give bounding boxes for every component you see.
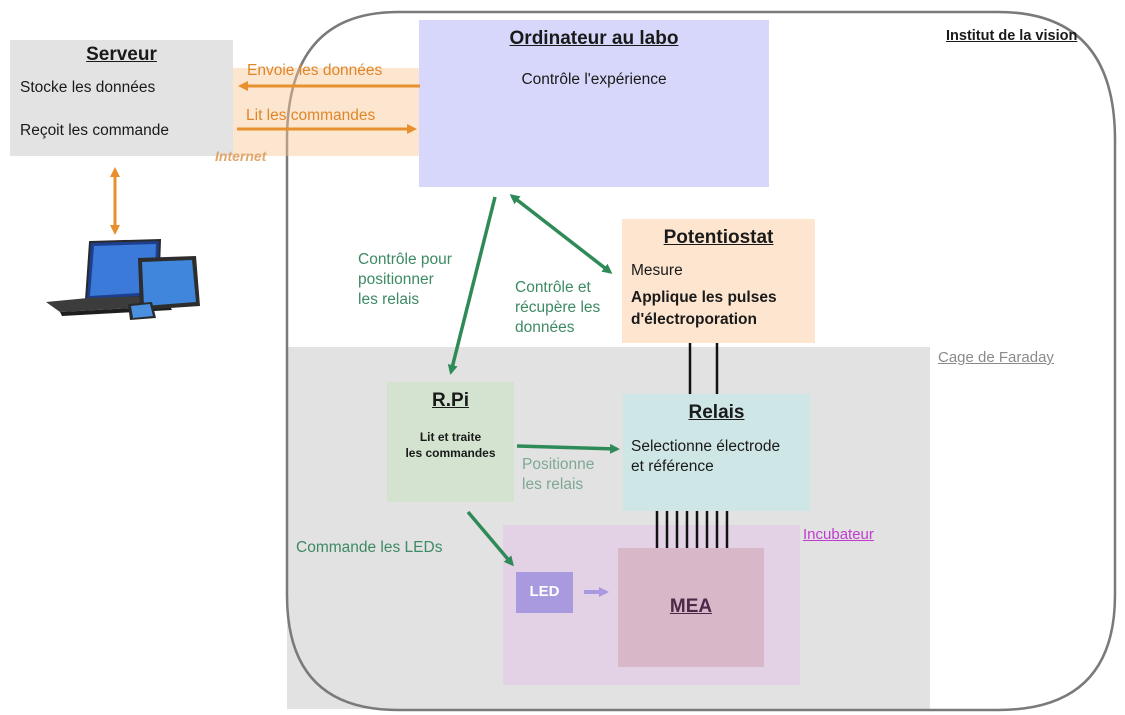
rpi-box <box>387 382 514 502</box>
incubator-label: Incubateur <box>803 526 874 543</box>
relais-line-2: et référence <box>631 458 714 475</box>
server-line-2: Reçoit les commande <box>20 122 170 139</box>
institute-label: Institut de la vision <box>946 28 1078 44</box>
led-label: LED <box>529 583 560 600</box>
lab-computer-box <box>419 20 769 187</box>
potentiostat-line-1: Mesure <box>631 262 683 279</box>
relais-box <box>623 394 810 511</box>
potentiostat-line-3: d'électroporation <box>631 311 757 328</box>
internet-band <box>222 68 434 156</box>
label-control-fetch-2: récupère les <box>515 299 601 316</box>
label-control-fetch-3: données <box>515 319 575 336</box>
label-position-relays-1: Positionne <box>522 456 595 473</box>
relais-line-1: Selectionne électrode <box>631 438 781 455</box>
arrow-computer-potentiostat <box>509 194 613 274</box>
internet-label: Internet <box>215 148 267 164</box>
label-position-relays: Positionne les relais <box>522 455 594 495</box>
potentiostat-box <box>622 219 815 343</box>
label-control-relays-1: Contrôle pour <box>358 251 452 268</box>
institute-outline <box>285 10 1117 712</box>
rpi-line-2: les commandes <box>405 446 496 460</box>
lab-computer-title: Ordinateur au labo <box>509 28 679 49</box>
server-title: Serveur <box>86 44 157 65</box>
potentiostat-title: Potentiostat <box>663 227 774 248</box>
label-command-leds: Commande les LEDs <box>296 539 443 556</box>
lab-computer-subtitle: Contrôle l'expérience <box>521 71 667 88</box>
arrow-rpi-led <box>466 510 514 567</box>
rpi-title: R.Pi <box>432 390 469 411</box>
label-control-relays: Contrôle pour positionner les relais <box>358 250 452 310</box>
mea-box <box>618 548 764 667</box>
led-box <box>516 572 573 613</box>
arrow-computer-rpi <box>447 196 497 375</box>
label-send-data: Envoie les données <box>247 62 383 79</box>
relais-title: Relais <box>688 402 745 423</box>
arrow-rpi-relais <box>516 443 620 454</box>
mea-label: MEA <box>669 596 713 617</box>
label-control-fetch-1: Contrôle et <box>515 279 591 296</box>
faraday-label: Cage de Faraday <box>938 349 1054 366</box>
label-control-relays-2: positionner <box>358 271 434 288</box>
server-box <box>10 40 233 156</box>
label-control-relays-3: les relais <box>358 291 420 308</box>
label-control-fetch: Contrôle et récupère les données <box>515 278 600 338</box>
rpi-line-1: Lit et traite <box>419 430 482 444</box>
potentiostat-line-2: Applique les pulses <box>631 289 777 306</box>
relais-mea-wires <box>655 511 729 548</box>
potentiostat-relais-wires <box>688 343 719 394</box>
label-position-relays-2: les relais <box>522 476 584 493</box>
server-line-1: Stocke les données <box>20 79 156 96</box>
label-read-commands: Lit les commandes <box>246 107 376 124</box>
